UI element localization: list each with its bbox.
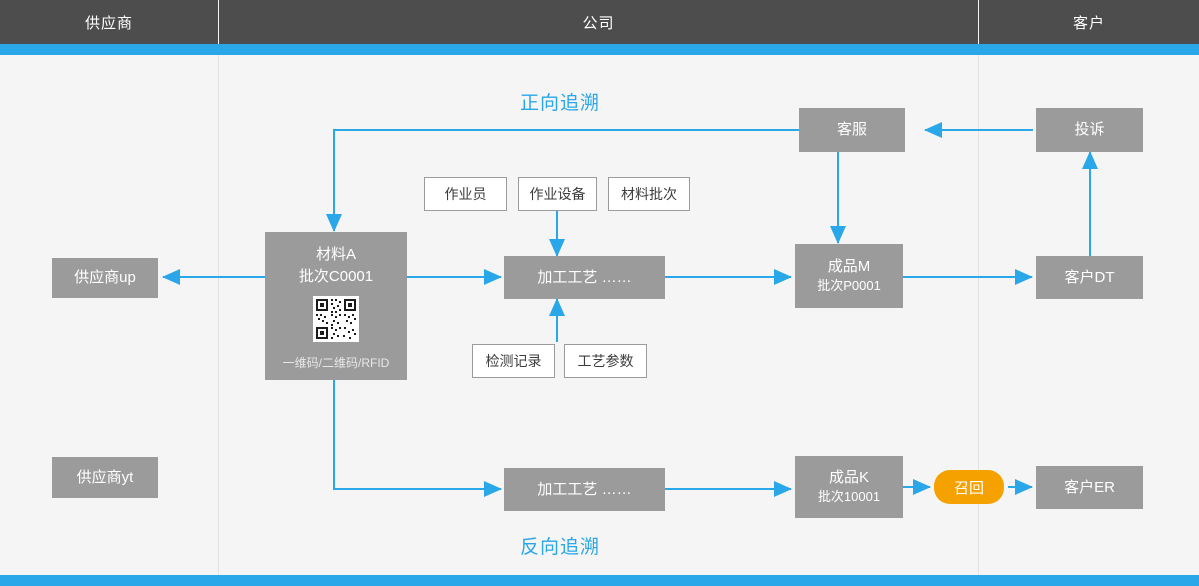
node-material-batch-label: 材料批次 [621,186,677,202]
material-a-title: 材料A [315,246,356,263]
node-complaint[interactable]: 投诉 [1036,108,1143,152]
node-process-params-label: 工艺参数 [577,353,634,369]
node-customer-service-label: 客服 [836,121,867,139]
node-process-top-label: 加工工艺 …… [537,268,632,286]
node-customer-er-label: 客户ER [1064,478,1115,496]
column-divider-left [218,55,219,575]
qr-code-glyph [313,296,359,342]
header-segment-supplier: 供应商 [0,0,218,44]
accent-bar-bottom [0,575,1199,586]
node-equipment-label: 作业设备 [529,186,586,202]
node-operator[interactable]: 作业员 [424,177,507,211]
accent-bar-top [0,44,1199,55]
node-inspection-record[interactable]: 检测记录 [472,344,555,378]
header-label-company: 公司 [582,14,615,32]
label-forward-traceability: 正向追溯 [520,93,601,114]
node-customer-dt[interactable]: 客户DT [1036,256,1143,299]
node-product-k-batch: 批次10001 [817,489,881,505]
node-supplier-yt-label: 供应商yt [76,468,134,486]
node-material-batch[interactable]: 材料批次 [608,177,690,211]
header-segment-company: 公司 [219,0,978,44]
node-equipment[interactable]: 作业设备 [518,177,597,211]
node-inspection-record-label: 检测记录 [485,353,542,369]
label-reverse-traceability: 反向追溯 [520,537,601,558]
node-product-m[interactable]: 成品M 批次P0001 [795,244,903,308]
node-operator-label: 作业员 [444,186,487,202]
header-label-customer: 客户 [1072,14,1105,32]
node-process-params[interactable]: 工艺参数 [564,344,647,378]
node-customer-dt-label: 客户DT [1064,268,1115,286]
header-bar: 供应商 公司 客户 [0,0,1199,53]
node-supplier-up[interactable]: 供应商up [52,258,158,298]
header-segment-customer: 客户 [979,0,1199,44]
header-label-supplier: 供应商 [84,14,133,32]
node-process-top[interactable]: 加工工艺 …… [504,256,665,299]
node-process-bottom[interactable]: 加工工艺 …… [504,468,665,511]
column-divider-right [978,55,979,575]
material-a-batch: 批次C0001 [298,268,374,285]
node-product-m-title: 成品M [827,257,871,275]
node-complaint-label: 投诉 [1074,121,1105,139]
node-product-m-batch: 批次P0001 [817,278,881,294]
node-recall-label: 召回 [953,479,984,497]
node-supplier-yt[interactable]: 供应商yt [52,457,158,498]
node-product-k[interactable]: 成品K 批次10001 [795,456,903,518]
qr-code-icon [313,296,359,342]
node-supplier-up-label: 供应商up [74,269,136,287]
material-a-caption: 一维码/二维码/RFID [282,356,390,370]
node-customer-er[interactable]: 客户ER [1036,466,1143,509]
node-product-k-title: 成品K [828,468,869,486]
node-customer-service[interactable]: 客服 [799,108,905,152]
node-recall[interactable]: 召回 [934,470,1004,504]
node-process-bottom-label: 加工工艺 …… [537,480,632,498]
node-material-a[interactable]: 材料A 批次C0001 [265,232,407,380]
